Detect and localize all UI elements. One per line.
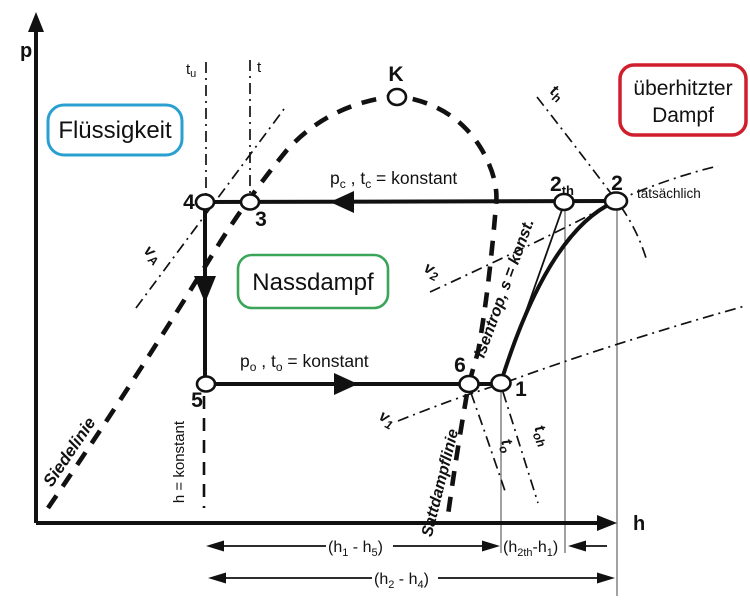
dim2-left-arrow-icon [568, 540, 586, 552]
dim-h2th-h1-label: (h2th-h1) [503, 539, 558, 559]
condensation-line [204, 199, 617, 204]
label-K: K [388, 63, 403, 86]
h-axis-arrow-icon [597, 515, 617, 531]
label-tatsaechlich: tatsächlich [637, 186, 701, 201]
isochore-v1-line [397, 305, 746, 422]
enthalpy-dimensions: (h1 - h5) (h2th-h1) (h2 - h4) [206, 539, 615, 591]
state-point-1 [490, 373, 512, 393]
saturation-dome [46, 93, 499, 516]
label-5: 5 [191, 389, 203, 412]
label-6: 6 [454, 354, 466, 377]
state-point-6 [458, 374, 480, 394]
isochore-v1-label: v1 [375, 408, 398, 433]
p-axis-label: p [20, 40, 32, 62]
label-3: 3 [255, 208, 267, 231]
isotherm-toh-label: toh [528, 423, 554, 449]
isotherm-to-line [470, 392, 506, 492]
h-axis-label: h [633, 513, 645, 535]
actual-compression-line [499, 200, 615, 383]
dim-h2-h4-label: (h2 - h4) [374, 571, 429, 591]
isochore-v2-line [429, 165, 719, 293]
isotherm-tu-label: tu [186, 61, 196, 80]
expansion-arrow-icon [194, 276, 216, 303]
evaporation-arrow-icon [334, 373, 358, 395]
label-2th: 2th [550, 173, 574, 198]
isochore-v2-label: v2 [420, 259, 443, 284]
cycle-lines [194, 191, 617, 395]
axes: p h [20, 12, 645, 535]
state-point-5 [195, 375, 217, 393]
h-konstant-label: h = konstant [171, 420, 188, 503]
isotherm-to-label: to [494, 437, 517, 455]
isobar-pc-label: pc , tc = konstant [330, 168, 457, 191]
critical-point [386, 87, 408, 107]
liquid-region-label: Flüssigkeit [58, 117, 172, 144]
label-2: 2 [611, 172, 623, 195]
dim1-right-arrow-icon [482, 540, 500, 552]
state-point-2th [553, 192, 575, 212]
p-axis-arrow-icon [28, 12, 44, 32]
isobar-labels: pc , tc = konstant po , to = konstant [240, 168, 457, 374]
superheated-region-label-2: Dampf [652, 104, 714, 127]
state-points [194, 87, 629, 394]
state-point-2 [603, 191, 629, 211]
isochore-vA-line [135, 104, 288, 309]
condensation-arrow-icon [330, 191, 354, 213]
superheated-region-box [618, 63, 748, 137]
isentrope-label: isentrop, s = konst. [472, 217, 538, 360]
superheated-region-label-1: überhitzter [633, 77, 732, 100]
dim1-left-arrow-icon [206, 540, 224, 552]
label-1: 1 [515, 378, 527, 401]
isotherm-t-label: t [257, 59, 262, 76]
isotherm-th-label: th [545, 82, 567, 106]
region-boxes: Flüssigkeit Nassdampf überhitzter Dampf [46, 63, 748, 310]
state-point-3 [239, 193, 261, 211]
isochore-vA-label: vA [139, 242, 165, 269]
dimension-guides [500, 210, 618, 596]
state-point-4 [194, 193, 216, 211]
label-4: 4 [183, 191, 195, 214]
dim-h1-h5-label: (h1 - h5) [328, 539, 383, 559]
dim3-right-arrow-icon [597, 572, 615, 584]
wet-vapor-region-box [236, 253, 390, 310]
wet-vapor-region-label: Nassdampf [252, 269, 374, 296]
dim3-left-arrow-icon [208, 572, 226, 584]
state-point-labels: K 4 3 2th 2 5 6 1 tatsächlich [183, 63, 701, 412]
liquid-region-box [46, 103, 184, 157]
isobar-po-label: po , to = konstant [240, 351, 369, 374]
